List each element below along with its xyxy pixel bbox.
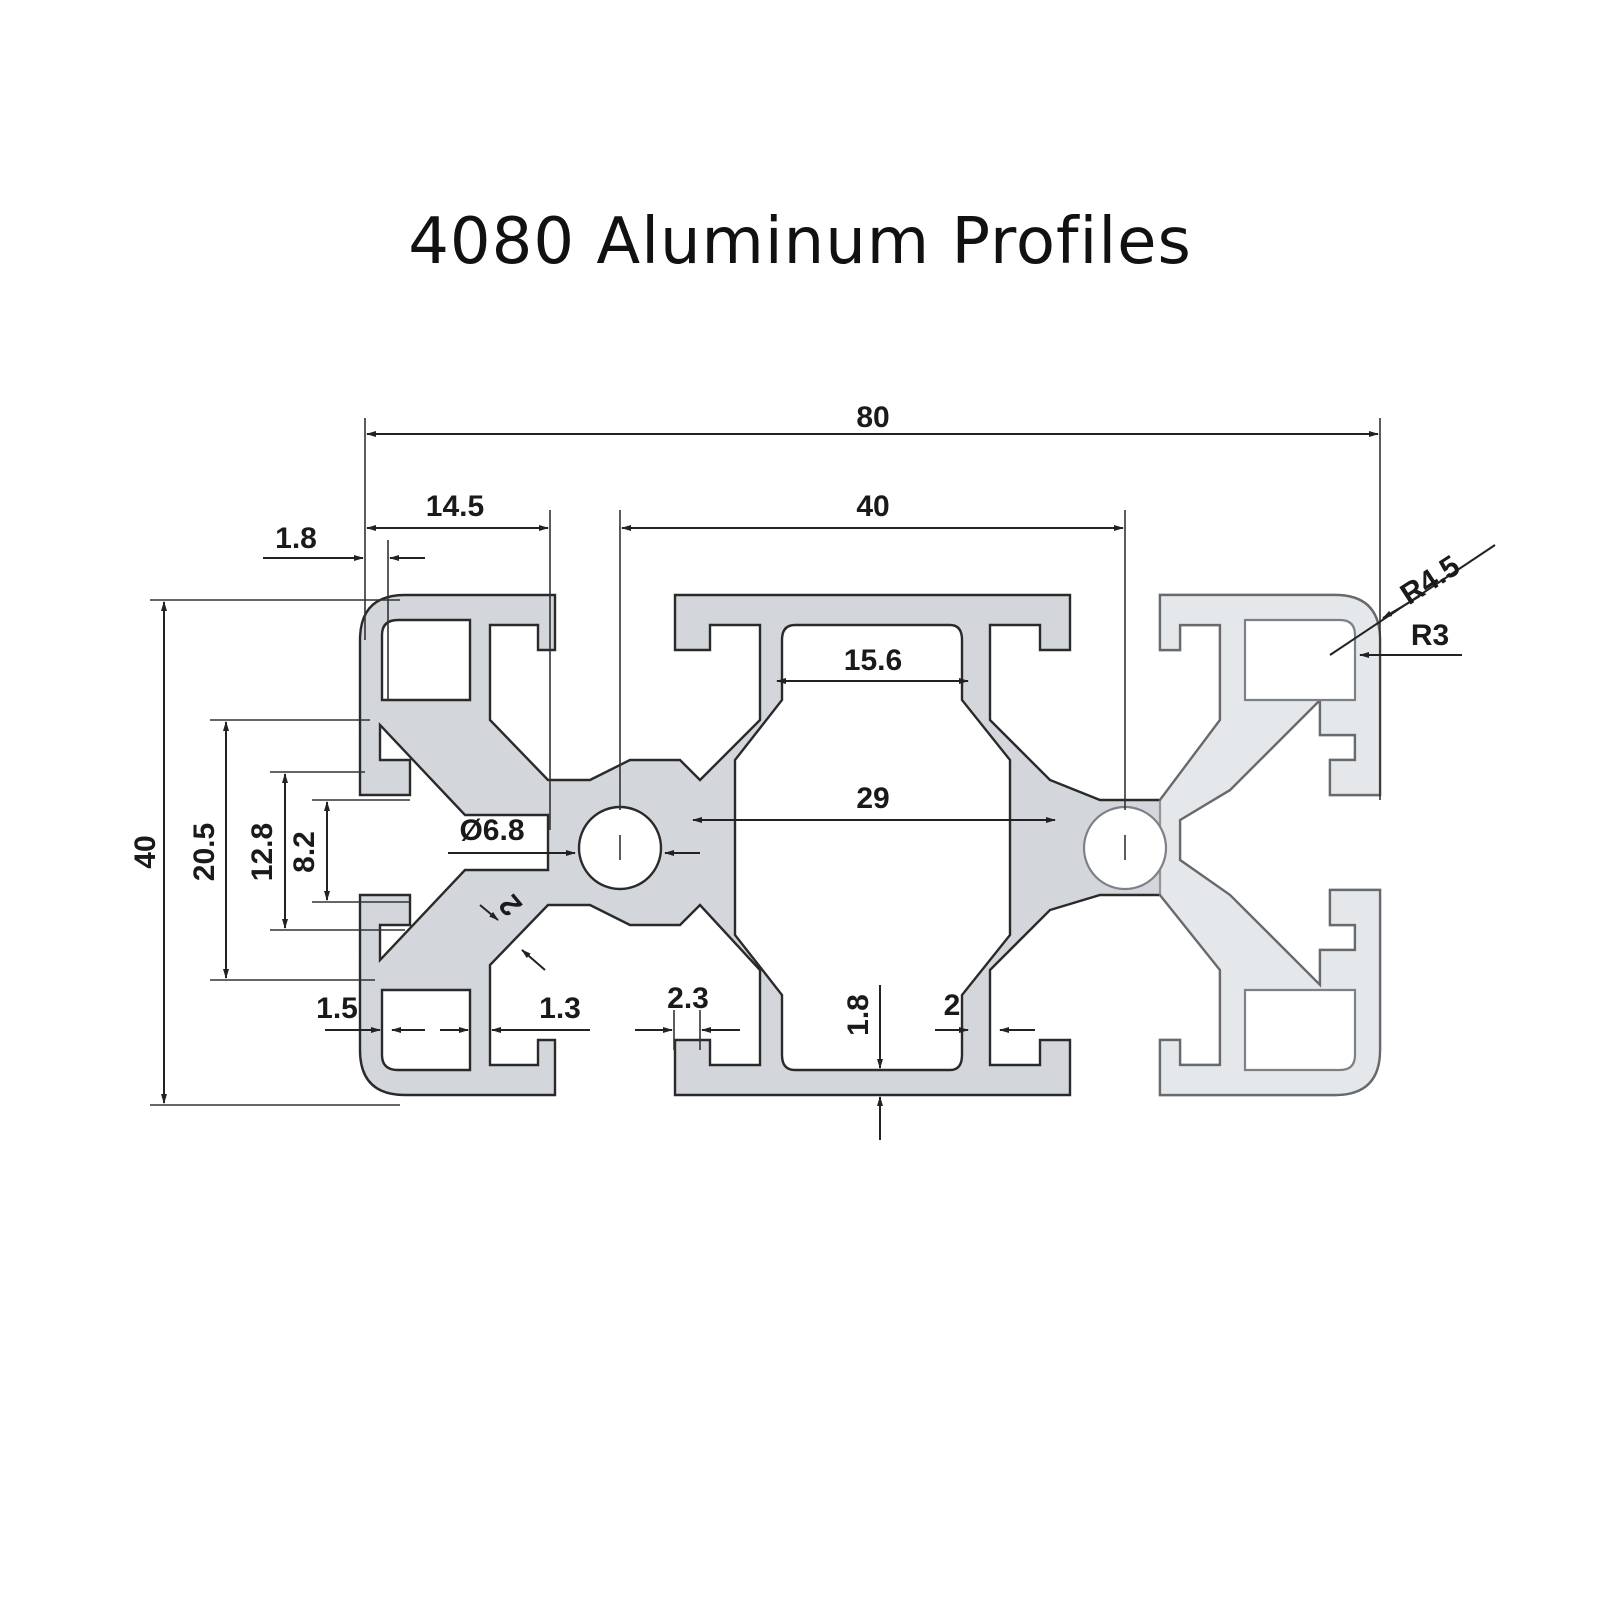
dim-inner-top-width: 15.6 [844, 644, 902, 677]
profile-body-right-highlight [1158, 593, 1382, 1097]
dim-radius-outer: R4.5 [1395, 549, 1466, 611]
dim-wall-1-5: 1.5 [316, 992, 358, 1025]
profile-cross-section [358, 593, 1382, 1097]
dim-wall-1-3: 1.3 [539, 992, 581, 1025]
cavity-right-top [1243, 618, 1357, 702]
dimension-lines [150, 418, 1496, 1140]
dim-slot-height-mid: 12.8 [246, 823, 279, 881]
dim-lip-2-3: 2.3 [667, 982, 709, 1015]
cavity-left-bottom [380, 988, 472, 1072]
dim-overall-height: 40 [129, 835, 162, 868]
dim-overall-width: 80 [856, 401, 889, 434]
dim-slot-height-outer: 20.5 [188, 823, 221, 881]
dim-hole-diameter: Ø6.8 [459, 814, 524, 847]
dim-bottom-wall: 1.8 [842, 994, 875, 1036]
dim-lip-thickness-top: 1.8 [275, 522, 317, 555]
dim-slot-opening: 8.2 [288, 831, 321, 873]
cavity-right-bottom [1243, 988, 1357, 1072]
dim-slot-offset: 14.5 [426, 490, 484, 523]
cavity-left-top [380, 618, 472, 702]
page-title: 4080 Aluminum Profiles [408, 205, 1192, 279]
dim-center-spacing: 40 [856, 490, 889, 523]
dim-wall-2: 2 [944, 989, 961, 1022]
dim-radius-inner: R3 [1411, 619, 1449, 652]
dim-inner-center-width: 29 [856, 782, 889, 815]
cavity-center [733, 623, 1012, 1072]
